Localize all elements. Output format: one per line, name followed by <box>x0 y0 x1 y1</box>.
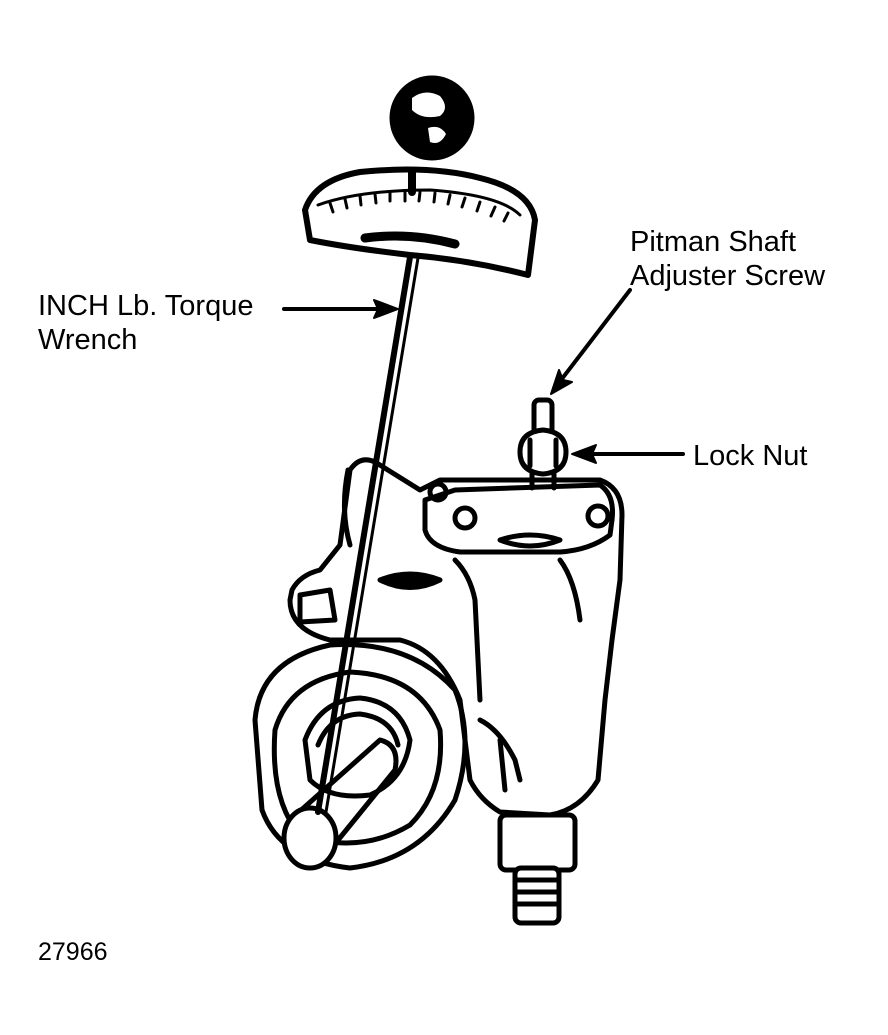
torque-wrench-label: INCH Lb. Torque Wrench <box>38 289 253 357</box>
side-cover-plate <box>422 482 615 555</box>
torque-wrench-shaft <box>315 242 415 815</box>
pitman-shaft-threaded-end <box>512 865 562 926</box>
worm-housing-ring <box>252 642 468 871</box>
figure-number: 27966 <box>38 938 108 966</box>
locknut-leader-arrow <box>571 444 597 464</box>
input-shaft <box>287 737 399 853</box>
torque-wrench-dial <box>302 166 538 278</box>
gear-housing <box>287 457 625 818</box>
housing-ridge <box>452 557 483 703</box>
lock-nut <box>517 427 569 477</box>
dial-pointer-base <box>360 231 460 249</box>
torque-wrench <box>302 75 538 815</box>
pitman-shaft-adjuster-label: Pitman Shaft Adjuster Screw <box>630 225 825 293</box>
pitman-leader-line <box>556 288 632 386</box>
torque-wrench-label-line2: Wrench <box>38 324 138 356</box>
worm-bearing <box>302 695 413 799</box>
cover-bolt-right <box>585 503 611 529</box>
cover-center-boss <box>497 532 563 549</box>
pitman-label-line2: Adjuster Screw <box>630 260 826 292</box>
dial-tick-marks <box>328 190 510 223</box>
pitman-label-line1: Pitman Shaft <box>630 226 797 258</box>
torque-wrench-grip-knob <box>389 75 475 161</box>
torque-wrench-label-line1: INCH Lb. Torque <box>38 290 254 322</box>
cover-bolt-mid <box>452 505 478 531</box>
lock-nut-label: Lock Nut <box>693 440 808 472</box>
pitman-leader-arrow <box>550 369 573 395</box>
oil-port <box>377 571 443 590</box>
pitman-shaft <box>497 812 578 873</box>
cover-bolt-left <box>427 481 449 503</box>
wrench-leader-arrow <box>373 299 399 319</box>
input-shaft-end <box>281 805 339 871</box>
